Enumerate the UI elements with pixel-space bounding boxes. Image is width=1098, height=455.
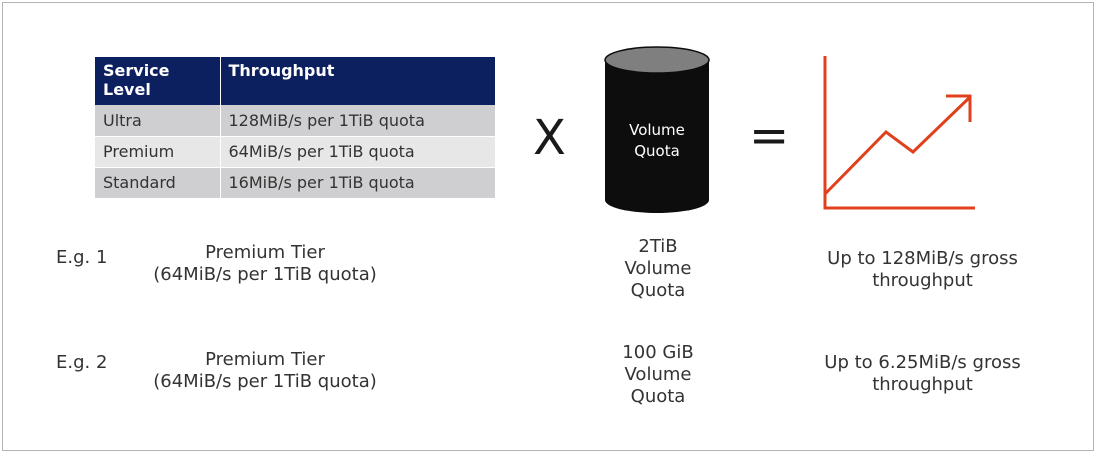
table-row: Premium 64MiB/s per 1TiB quota: [95, 136, 495, 168]
chart-arrow-head: [946, 94, 972, 122]
example-1-result-line2: throughput: [872, 270, 973, 291]
example-1-quota: 2TiB Volume Quota: [598, 236, 718, 302]
example-2-tier: Premium Tier (64MiB/s per 1TiB quota): [130, 349, 400, 393]
example-2-tier-line2: (64MiB/s per 1TiB quota): [153, 371, 377, 392]
chart-trend-line: [823, 96, 971, 196]
multiply-operator: X: [533, 110, 566, 166]
example-2-result-line1: Up to 6.25MiB/s gross: [824, 352, 1021, 373]
example-2-quota-line1: 100 GiB: [622, 342, 694, 363]
rising-chart-icon: [823, 56, 975, 210]
example-1-tier: Premium Tier (64MiB/s per 1TiB quota): [130, 242, 400, 286]
example-1-quota-line2: Volume: [624, 258, 692, 279]
example-1-quota-line3: Quota: [630, 280, 686, 301]
example-2-quota-line3: Quota: [630, 386, 686, 407]
example-1-quota-line1: 2TiB: [638, 236, 678, 257]
table-row: Standard 16MiB/s per 1TiB quota: [95, 167, 495, 198]
example-1-label: E.g. 1: [56, 247, 108, 268]
cylinder-body: [605, 60, 709, 213]
volume-quota-cylinder-icon: [604, 46, 710, 213]
cylinder-label: Volume Quota: [604, 120, 710, 162]
example-2-quota: 100 GiB Volume Quota: [593, 342, 723, 408]
example-1-result-line1: Up to 128MiB/s gross: [827, 248, 1018, 269]
cylinder-label-line1: Volume: [629, 121, 685, 139]
example-1-tier-line2: (64MiB/s per 1TiB quota): [153, 264, 377, 285]
example-1-tier-line1: Premium Tier: [205, 242, 325, 263]
cell-service-level: Ultra: [95, 105, 220, 137]
header-service-level: Service Level: [95, 57, 220, 105]
chart-axes: [823, 56, 975, 210]
example-1-result: Up to 128MiB/s gross throughput: [800, 248, 1045, 292]
cylinder-top: [604, 46, 710, 74]
cylinder-label-line2: Quota: [634, 142, 680, 160]
cell-service-level: Premium: [95, 136, 220, 168]
header-throughput: Throughput: [219, 57, 495, 105]
service-level-table: Service Level Throughput Ultra 128MiB/s …: [95, 57, 495, 198]
cell-throughput: 16MiB/s per 1TiB quota: [219, 167, 495, 198]
example-2-tier-line1: Premium Tier: [205, 349, 325, 370]
table-header-row: Service Level Throughput: [95, 57, 495, 105]
cell-throughput: 128MiB/s per 1TiB quota: [219, 105, 495, 137]
equals-operator: =: [749, 108, 790, 164]
example-2-result-line2: throughput: [872, 374, 973, 395]
cell-throughput: 64MiB/s per 1TiB quota: [219, 136, 495, 168]
example-2-quota-line2: Volume: [624, 364, 692, 385]
example-2-label: E.g. 2: [56, 352, 108, 373]
cell-service-level: Standard: [95, 167, 220, 198]
example-2-result: Up to 6.25MiB/s gross throughput: [800, 352, 1045, 396]
table-row: Ultra 128MiB/s per 1TiB quota: [95, 105, 495, 137]
